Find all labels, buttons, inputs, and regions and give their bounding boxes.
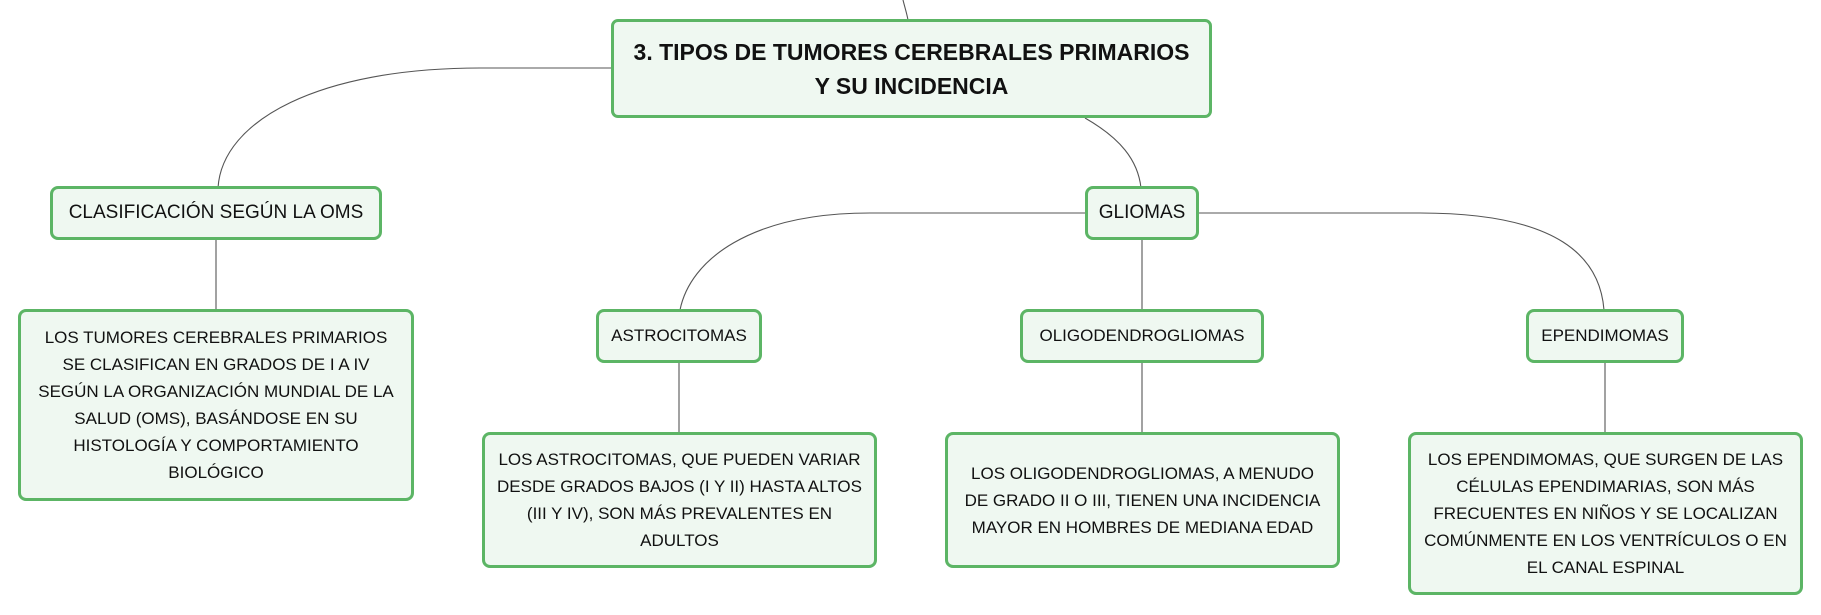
topic-ependimomas-label: EPENDIMOMAS: [1541, 326, 1669, 345]
topic-astrocitomas-label: ASTROCITOMAS: [611, 326, 747, 345]
topic-astrocitomas[interactable]: ASTROCITOMAS: [596, 309, 762, 363]
connector-root-to-gliomas: [1084, 117, 1142, 189]
topic-oligodendrogliomas[interactable]: OLIGODENDROGLIOMAS: [1020, 309, 1264, 363]
topic-oligodendrogliomas-description[interactable]: LOS OLIGODENDROGLIOMAS, A MENUDO DE GRAD…: [945, 432, 1340, 568]
topic-ependimomas[interactable]: EPENDIMOMAS: [1526, 309, 1684, 363]
topic-ependimomas-description[interactable]: LOS EPENDIMOMAS, QUE SURGEN DE LAS CÉLUL…: [1408, 432, 1803, 595]
connector-gliomas-to-ependimomas: [1199, 212, 1605, 311]
topic-clasificacion-oms[interactable]: CLASIFICACIÓN SEGÚN LA OMS: [50, 186, 382, 240]
topic-oligodendrogliomas-label: OLIGODENDROGLIOMAS: [1039, 326, 1245, 345]
topic-clasificacion-oms-label: CLASIFICACIÓN SEGÚN LA OMS: [68, 202, 364, 223]
connector-gliomas-to-astrocitomas: [679, 212, 1086, 311]
description-text: LOS ASTROCITOMAS, QUE PUEDEN VARIAR DESD…: [497, 450, 862, 550]
topic-astrocitomas-description[interactable]: LOS ASTROCITOMAS, QUE PUEDEN VARIAR DESD…: [482, 432, 877, 568]
topic-clasificacion-oms-description[interactable]: LOS TUMORES CEREBRALES PRIMARIOS SE CLAS…: [18, 309, 414, 501]
connector-parent-to-root: [902, 0, 909, 21]
description-text: LOS TUMORES CEREBRALES PRIMARIOS SE CLAS…: [38, 328, 394, 482]
topic-gliomas-label: GLIOMAS: [1098, 202, 1186, 223]
description-text: LOS OLIGODENDROGLIOMAS, A MENUDO DE GRAD…: [964, 463, 1321, 537]
topic-gliomas[interactable]: GLIOMAS: [1085, 186, 1199, 240]
root-topic[interactable]: 3. TIPOS DE TUMORES CEREBRALES PRIMARIOS…: [611, 19, 1212, 118]
connector-root-to-oms: [217, 67, 611, 189]
description-text: LOS EPENDIMOMAS, QUE SURGEN DE LAS CÉLUL…: [1424, 450, 1787, 577]
root-topic-label: 3. TIPOS DE TUMORES CEREBRALES PRIMARIOS…: [633, 38, 1190, 99]
